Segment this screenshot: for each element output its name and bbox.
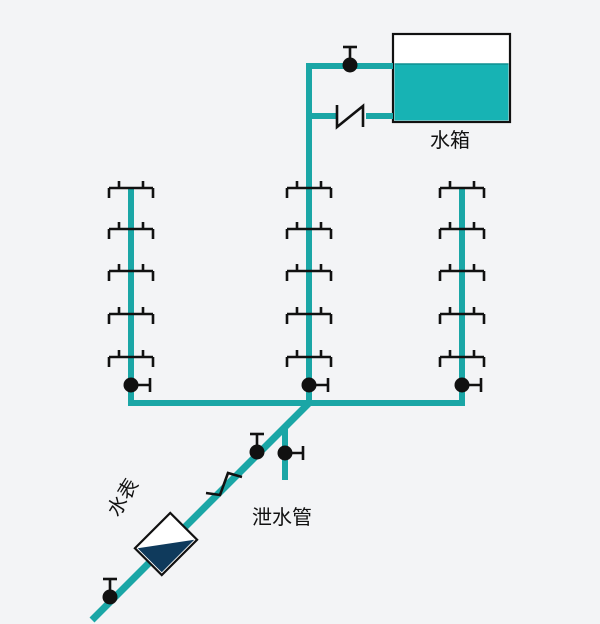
check-valve-tank: [335, 103, 365, 130]
tap-icon: [107, 350, 131, 367]
horizontal-main-pipe: [128, 188, 465, 406]
water-tank: [391, 32, 512, 124]
tap-icon: [438, 264, 462, 281]
meter-label: 水表: [102, 474, 144, 521]
tap-icon: [107, 264, 131, 281]
drain-label: 泄水管: [252, 505, 312, 529]
tap-icon: [131, 350, 155, 367]
tap-icon: [438, 181, 462, 198]
tap-icon: [438, 307, 462, 324]
valve-icon: [123, 377, 139, 393]
tap-icon: [438, 350, 462, 367]
valve-icon: [249, 444, 265, 460]
tap-icon: [285, 350, 309, 367]
middle-riser-valve: [301, 377, 330, 393]
valve-icon: [301, 377, 317, 393]
tap-icon: [285, 181, 309, 198]
check-valve-inlet: [205, 471, 243, 497]
valve-icon: [277, 445, 293, 461]
tank-water: [394, 64, 509, 121]
tap-icon: [285, 307, 309, 324]
inlet-diagonal-pipe: [89, 400, 312, 623]
tap-icon: [462, 307, 486, 324]
tap-icon: [131, 264, 155, 281]
tank-inlet-valve: [342, 45, 358, 73]
water-meter: [133, 511, 199, 577]
meter-icon: [137, 539, 195, 573]
tap-icon: [309, 181, 333, 198]
tap-icon: [107, 222, 131, 239]
tap-icon: [309, 264, 333, 281]
pipe-network: [89, 63, 465, 623]
tank-label: 水箱: [430, 128, 470, 152]
main-riser-pipe: [306, 63, 393, 403]
tap-icon: [462, 181, 486, 198]
tap-icon: [438, 222, 462, 239]
tap-icon: [131, 222, 155, 239]
drain-valve: [277, 445, 305, 461]
tap-icon: [285, 222, 309, 239]
valve-icon: [102, 589, 118, 605]
tap-icon: [462, 222, 486, 239]
tap-icon: [285, 264, 309, 281]
tap-icon: [462, 264, 486, 281]
valve-icon: [342, 57, 358, 73]
tap-icon: [309, 222, 333, 239]
left-riser-valve: [123, 377, 152, 393]
bottom-inlet-valve: [102, 577, 118, 605]
right-riser-valve: [454, 377, 483, 393]
valve-icon: [454, 377, 470, 393]
tap-icon: [309, 350, 333, 367]
check-valve-icon: [205, 471, 243, 497]
inlet-main-valve: [249, 432, 265, 460]
fixture-taps: [107, 181, 486, 367]
check-valve-icon: [335, 103, 365, 130]
tap-icon: [462, 350, 486, 367]
tap-icon: [131, 181, 155, 198]
tap-icon: [131, 307, 155, 324]
tap-icon: [107, 181, 131, 198]
tap-icon: [107, 307, 131, 324]
tap-icon: [309, 307, 333, 324]
